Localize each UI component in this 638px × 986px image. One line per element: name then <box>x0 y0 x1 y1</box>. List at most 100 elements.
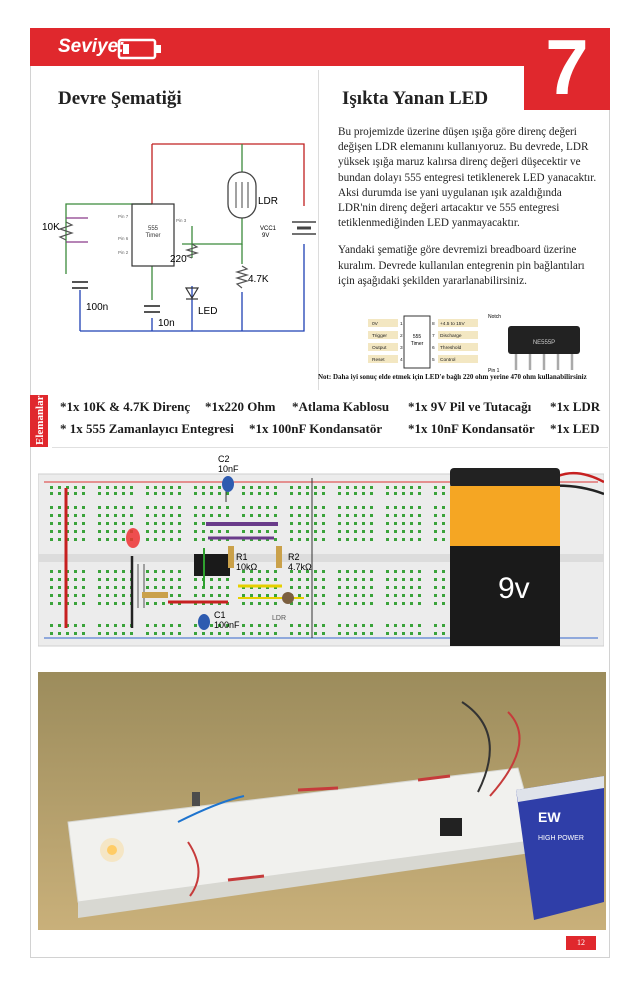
breadboard-hole <box>394 570 397 573</box>
breadboard-hole <box>170 624 173 627</box>
breadboard-hole <box>170 514 173 517</box>
bb-r2-value: 4.7kΩ <box>288 562 312 572</box>
breadboard-hole <box>354 570 357 573</box>
page-number: 12 <box>566 936 596 950</box>
breadboard-hole <box>202 594 205 597</box>
breadboard-hole <box>410 632 413 635</box>
breadboard-hole <box>314 632 317 635</box>
breadboard-hole <box>418 578 421 581</box>
breadboard-hole <box>418 594 421 597</box>
breadboard-hole <box>434 602 437 605</box>
breadboard-hole <box>402 594 405 597</box>
breadboard-hole <box>74 538 77 541</box>
breadboard-hole <box>82 492 85 495</box>
breadboard-hole <box>122 570 125 573</box>
breadboard-hole <box>106 538 109 541</box>
bb-c1-value: 100nF <box>214 620 240 630</box>
material-item: *1x LDR <box>550 399 601 414</box>
breadboard-hole <box>410 530 413 533</box>
project-title: Işıkta Yanan LED <box>342 88 489 109</box>
breadboard-hole <box>98 578 101 581</box>
breadboard-hole <box>58 514 61 517</box>
breadboard-hole <box>338 522 341 525</box>
breadboard-hole <box>418 570 421 573</box>
breadboard-hole <box>146 586 149 589</box>
breadboard-hole <box>170 522 173 525</box>
breadboard-hole <box>74 492 77 495</box>
breadboard-hole <box>354 506 357 509</box>
breadboard-hole <box>322 522 325 525</box>
breadboard-hole <box>370 602 373 605</box>
breadboard-hole <box>202 522 205 525</box>
breadboard-hole <box>370 514 373 517</box>
breadboard-hole <box>194 594 197 597</box>
breadboard-hole <box>162 578 165 581</box>
breadboard-hole <box>322 538 325 541</box>
breadboard-hole <box>354 530 357 533</box>
breadboard-hole <box>250 570 253 573</box>
breadboard-hole <box>362 602 365 605</box>
breadboard-hole <box>106 602 109 605</box>
breadboard-hole <box>410 624 413 627</box>
breadboard-hole <box>410 486 413 489</box>
breadboard-hole <box>106 492 109 495</box>
breadboard-hole <box>306 602 309 605</box>
breadboard-hole <box>242 578 245 581</box>
breadboard-hole <box>218 492 221 495</box>
breadboard-hole <box>258 514 261 517</box>
breadboard-hole <box>122 602 125 605</box>
breadboard-hole <box>242 624 245 627</box>
breadboard-hole <box>202 538 205 541</box>
breadboard-hole <box>402 624 405 627</box>
breadboard-hole <box>298 522 301 525</box>
breadboard-hole <box>154 530 157 533</box>
breadboard-hole <box>82 602 85 605</box>
breadboard-hole <box>218 586 221 589</box>
breadboard-hole <box>434 486 437 489</box>
breadboard-hole <box>386 538 389 541</box>
breadboard-hole <box>370 486 373 489</box>
breadboard-hole <box>266 570 269 573</box>
breadboard-hole <box>290 538 293 541</box>
breadboard-hole <box>362 514 365 517</box>
breadboard-hole <box>402 586 405 589</box>
bb-9v-battery: 9v <box>450 468 560 646</box>
breadboard-hole <box>442 522 445 525</box>
breadboard-hole <box>418 602 421 605</box>
breadboard-hole <box>170 632 173 635</box>
pin-num: 2 <box>400 333 403 339</box>
breadboard-hole <box>146 570 149 573</box>
breadboard-hole <box>386 632 389 635</box>
capacitor-100n-label: 100n <box>86 302 108 313</box>
breadboard-hole <box>314 506 317 509</box>
breadboard-hole <box>130 506 133 509</box>
breadboard-hole <box>370 632 373 635</box>
breadboard-hole <box>290 570 293 573</box>
breadboard-hole <box>306 570 309 573</box>
pin-right-7: Discharge <box>440 333 462 339</box>
breadboard-hole <box>106 570 109 573</box>
breadboard-hole <box>114 594 117 597</box>
breadboard-hole <box>354 602 357 605</box>
assembled-circuit-photo: EW HIGH POWER <box>38 672 606 930</box>
breadboard-hole <box>122 530 125 533</box>
breadboard-hole <box>290 624 293 627</box>
breadboard-hole <box>106 486 109 489</box>
breadboard-hole <box>434 522 437 525</box>
breadboard-hole <box>250 506 253 509</box>
breadboard-hole <box>402 514 405 517</box>
breadboard-hole <box>210 514 213 517</box>
level-label: Seviye: <box>58 36 125 57</box>
breadboard-hole <box>58 624 61 627</box>
breadboard-hole <box>258 506 261 509</box>
breadboard-hole <box>306 486 309 489</box>
breadboard-hole <box>202 506 205 509</box>
breadboard-hole <box>74 570 77 573</box>
breadboard-hole <box>194 538 197 541</box>
breadboard-hole <box>266 486 269 489</box>
breadboard-hole <box>362 632 365 635</box>
breadboard-hole <box>434 538 437 541</box>
breadboard-hole <box>266 602 269 605</box>
breadboard-hole <box>314 514 317 517</box>
breadboard-hole <box>402 506 405 509</box>
